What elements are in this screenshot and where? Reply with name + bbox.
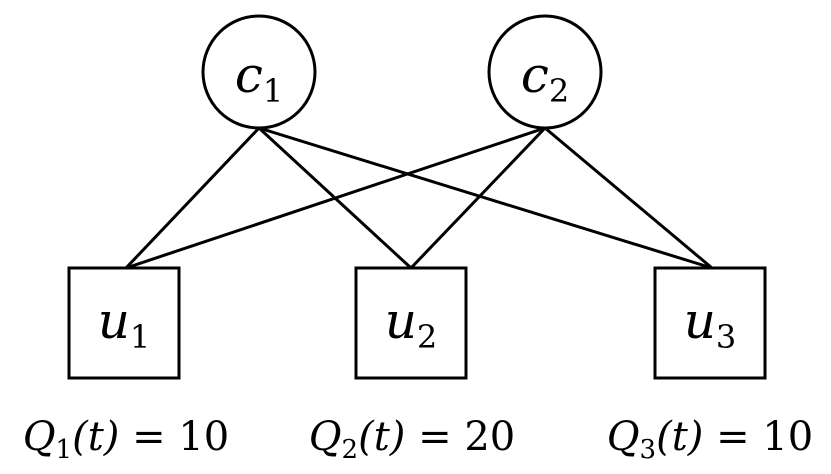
channel-node-c2: c2 [487,14,603,130]
channel-circle [487,14,603,130]
user-node-u2: u2 [354,266,468,380]
queue-label-u3: Q3(t) = 10 [607,414,814,465]
user-label: u1 [98,292,151,356]
queue-eq: = [703,414,762,460]
channel-label: c1 [235,46,283,110]
user-sub: 1 [130,318,150,356]
queue-var: Q [607,414,640,460]
edge-c2-u1 [125,126,546,270]
user-label: u2 [385,292,438,356]
channel-circle [201,14,317,130]
edge-c1-u3 [258,126,713,270]
queue-label-u1: Q1(t) = 10 [23,414,230,465]
queue-eq: = [405,414,464,460]
channel-var: c [235,46,263,104]
channel-label: c2 [521,46,569,110]
edge-c1-u1 [124,126,261,270]
user-square [653,266,767,380]
queue-eq: = [119,414,178,460]
channel-node-c1: c1 [201,14,317,130]
queue-label-u2: Q2(t) = 20 [309,414,516,465]
user-sub: 3 [716,318,736,356]
edge-c2-u2 [409,126,547,270]
queue-sub: 3 [640,435,657,465]
queue-value: 10 [762,414,813,460]
queue-arg: (t) [656,414,703,460]
user-node-u1: u1 [67,266,181,380]
user-var: u [385,292,417,350]
queue-value: 20 [464,414,515,460]
user-square [67,266,181,380]
channel-var: c [521,46,549,104]
queue-var: Q [309,414,342,460]
user-sub: 2 [417,318,437,356]
queue-value: 10 [178,414,229,460]
user-square [354,266,468,380]
user-var: u [684,292,716,350]
user-label: u3 [684,292,737,356]
channel-sub: 2 [549,72,569,110]
queue-var: Q [23,414,56,460]
queue-sub: 2 [342,435,359,465]
queue-arg: (t) [358,414,405,460]
user-node-u3: u3 [653,266,767,380]
edge-c2-u3 [544,126,713,270]
queue-arg: (t) [72,414,119,460]
queue-sub: 1 [56,435,73,465]
user-var: u [98,292,130,350]
channel-sub: 1 [263,72,283,110]
edges [124,126,713,270]
